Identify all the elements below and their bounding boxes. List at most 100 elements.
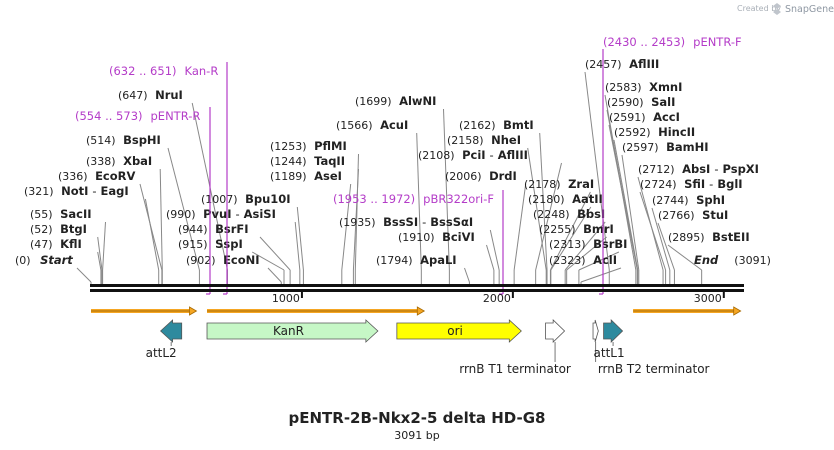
site-leader bbox=[651, 207, 671, 271]
restriction-site: (0) Start bbox=[15, 253, 73, 267]
map-title: pENTR-2B-Nkx2-5 delta HD-G8 bbox=[289, 409, 546, 427]
feature-label: attL2 bbox=[146, 346, 177, 360]
ruler-tick: 3000 bbox=[694, 292, 725, 305]
site-name: AlwNI bbox=[399, 94, 436, 108]
site-position: (1007) bbox=[201, 193, 241, 206]
site-label: (1566) AcuI bbox=[336, 118, 408, 132]
logo-created-by: Created by bbox=[737, 4, 781, 13]
restriction-site: (2597) BamHI bbox=[622, 140, 709, 154]
site-name: HincII bbox=[658, 125, 695, 139]
snapgene-logo-icon bbox=[773, 3, 781, 15]
restriction-site: (2590) SalI bbox=[607, 95, 675, 109]
primer-name: pENTR-F bbox=[693, 35, 741, 49]
site-name: ApaLI bbox=[420, 253, 457, 267]
site-name: BssSI bbox=[383, 215, 418, 229]
primer-label: (554 .. 573)pENTR-R bbox=[75, 109, 200, 123]
site-name: Bpu10I bbox=[245, 192, 290, 206]
site-name: BmtI bbox=[503, 118, 534, 132]
site-name: PflMI bbox=[314, 139, 347, 153]
site-position: (2006) bbox=[445, 170, 485, 183]
site-position: (915) bbox=[178, 238, 211, 251]
site-leader bbox=[578, 251, 620, 271]
site-label: (2744) SphI bbox=[652, 193, 725, 207]
restriction-site: (2178) ZraI bbox=[524, 177, 594, 191]
site-label: (0) Start bbox=[15, 253, 73, 267]
feature-arrowhead bbox=[416, 306, 426, 316]
restriction-site: (514) BspHI bbox=[86, 133, 161, 147]
site-leader bbox=[296, 206, 304, 271]
feature-kanr: KanR bbox=[206, 319, 379, 343]
restriction-site: (944) BsrFI bbox=[178, 222, 249, 236]
feature-arrow bbox=[206, 319, 379, 343]
site-name-2: PspXI bbox=[723, 162, 759, 176]
feature-label: rrnB T2 terminator bbox=[598, 362, 710, 376]
site-separator: - bbox=[490, 148, 494, 162]
restriction-site: (2006) DrdI bbox=[445, 169, 517, 183]
site-name-2: EagI bbox=[101, 184, 129, 198]
site-label: (2006) DrdI bbox=[445, 169, 517, 183]
restriction-site: (2457) AflIII bbox=[585, 57, 659, 71]
feature-label: ori bbox=[447, 324, 463, 338]
restriction-site: (52) BtgI bbox=[30, 222, 87, 236]
site-separator: - bbox=[714, 162, 718, 176]
feature-label: attL1 bbox=[594, 346, 625, 360]
feature-attl1: attL1 bbox=[594, 319, 625, 360]
restriction-site: (2248) BbsI bbox=[533, 207, 605, 221]
restriction-site: (1910) BciVI bbox=[398, 230, 475, 244]
site-leader bbox=[489, 229, 500, 271]
restriction-site: (321) NotI-EagI bbox=[24, 184, 129, 198]
site-label: (944) BsrFI bbox=[178, 222, 249, 236]
site-name: ZraI bbox=[568, 177, 594, 191]
site-position: (2248) bbox=[533, 208, 573, 221]
site-name: SalI bbox=[651, 95, 675, 109]
site-separator: - bbox=[709, 177, 713, 191]
primer-name: Kan-R bbox=[185, 64, 219, 78]
site-leader bbox=[535, 162, 562, 271]
site-separator: - bbox=[92, 184, 96, 198]
site-label: (1910) BciVI bbox=[398, 230, 475, 244]
site-leader bbox=[144, 198, 160, 271]
restriction-site: (2180) AatII bbox=[528, 192, 603, 206]
site-position: (990) bbox=[166, 208, 199, 221]
restriction-site: (1253) PflMI bbox=[270, 139, 347, 153]
primer-label: (632 .. 651)Kan-R bbox=[109, 64, 218, 78]
site-label: (2162) BmtI bbox=[459, 118, 534, 132]
site-name: NruI bbox=[155, 88, 183, 102]
site-name: BamHI bbox=[666, 140, 708, 154]
restriction-site: End(3091) bbox=[694, 253, 771, 267]
site-position: (902) bbox=[186, 254, 219, 267]
site-label: (336) EcoRV bbox=[58, 169, 136, 183]
site-label: (2712) AbsI-PspXI bbox=[638, 162, 759, 176]
site-leader bbox=[539, 132, 548, 271]
site-label: (1699) AlwNI bbox=[355, 94, 436, 108]
site-name: NotI bbox=[61, 184, 88, 198]
restriction-site: (902) EcoNI bbox=[186, 253, 260, 267]
site-leader bbox=[527, 147, 547, 271]
tick-label: 3000 bbox=[694, 292, 722, 305]
site-name: SacII bbox=[60, 207, 91, 221]
site-label: (2895) BstEII bbox=[668, 230, 750, 244]
primer: (1953 .. 1972)pBR322ori-F bbox=[333, 190, 504, 295]
restriction-site: (2592) HincII bbox=[614, 125, 695, 139]
translated-feature bbox=[91, 306, 198, 316]
site-name-2: BssSαI bbox=[430, 215, 473, 229]
primer: (554 .. 573)pENTR-R bbox=[75, 107, 211, 295]
site-name: End bbox=[694, 253, 719, 267]
site-separator: - bbox=[422, 215, 426, 229]
site-name: XmnI bbox=[649, 80, 682, 94]
site-label: (52) BtgI bbox=[30, 222, 87, 236]
restriction-site: (1794) ApaLI bbox=[376, 253, 457, 267]
restriction-site: (2895) BstEII bbox=[668, 230, 750, 244]
site-name-2: BglI bbox=[717, 177, 742, 191]
site-label: (47) KflI bbox=[30, 237, 82, 251]
site-leader bbox=[513, 183, 527, 271]
site-leader bbox=[584, 71, 610, 271]
restriction-site: (1699) AlwNI bbox=[355, 94, 436, 108]
site-leader bbox=[608, 124, 639, 271]
site-separator: - bbox=[235, 207, 239, 221]
site-label: (2158) NheI bbox=[447, 133, 521, 147]
site-leader bbox=[354, 153, 359, 271]
restriction-site: (647) NruI bbox=[118, 88, 183, 102]
site-leader bbox=[464, 267, 470, 283]
